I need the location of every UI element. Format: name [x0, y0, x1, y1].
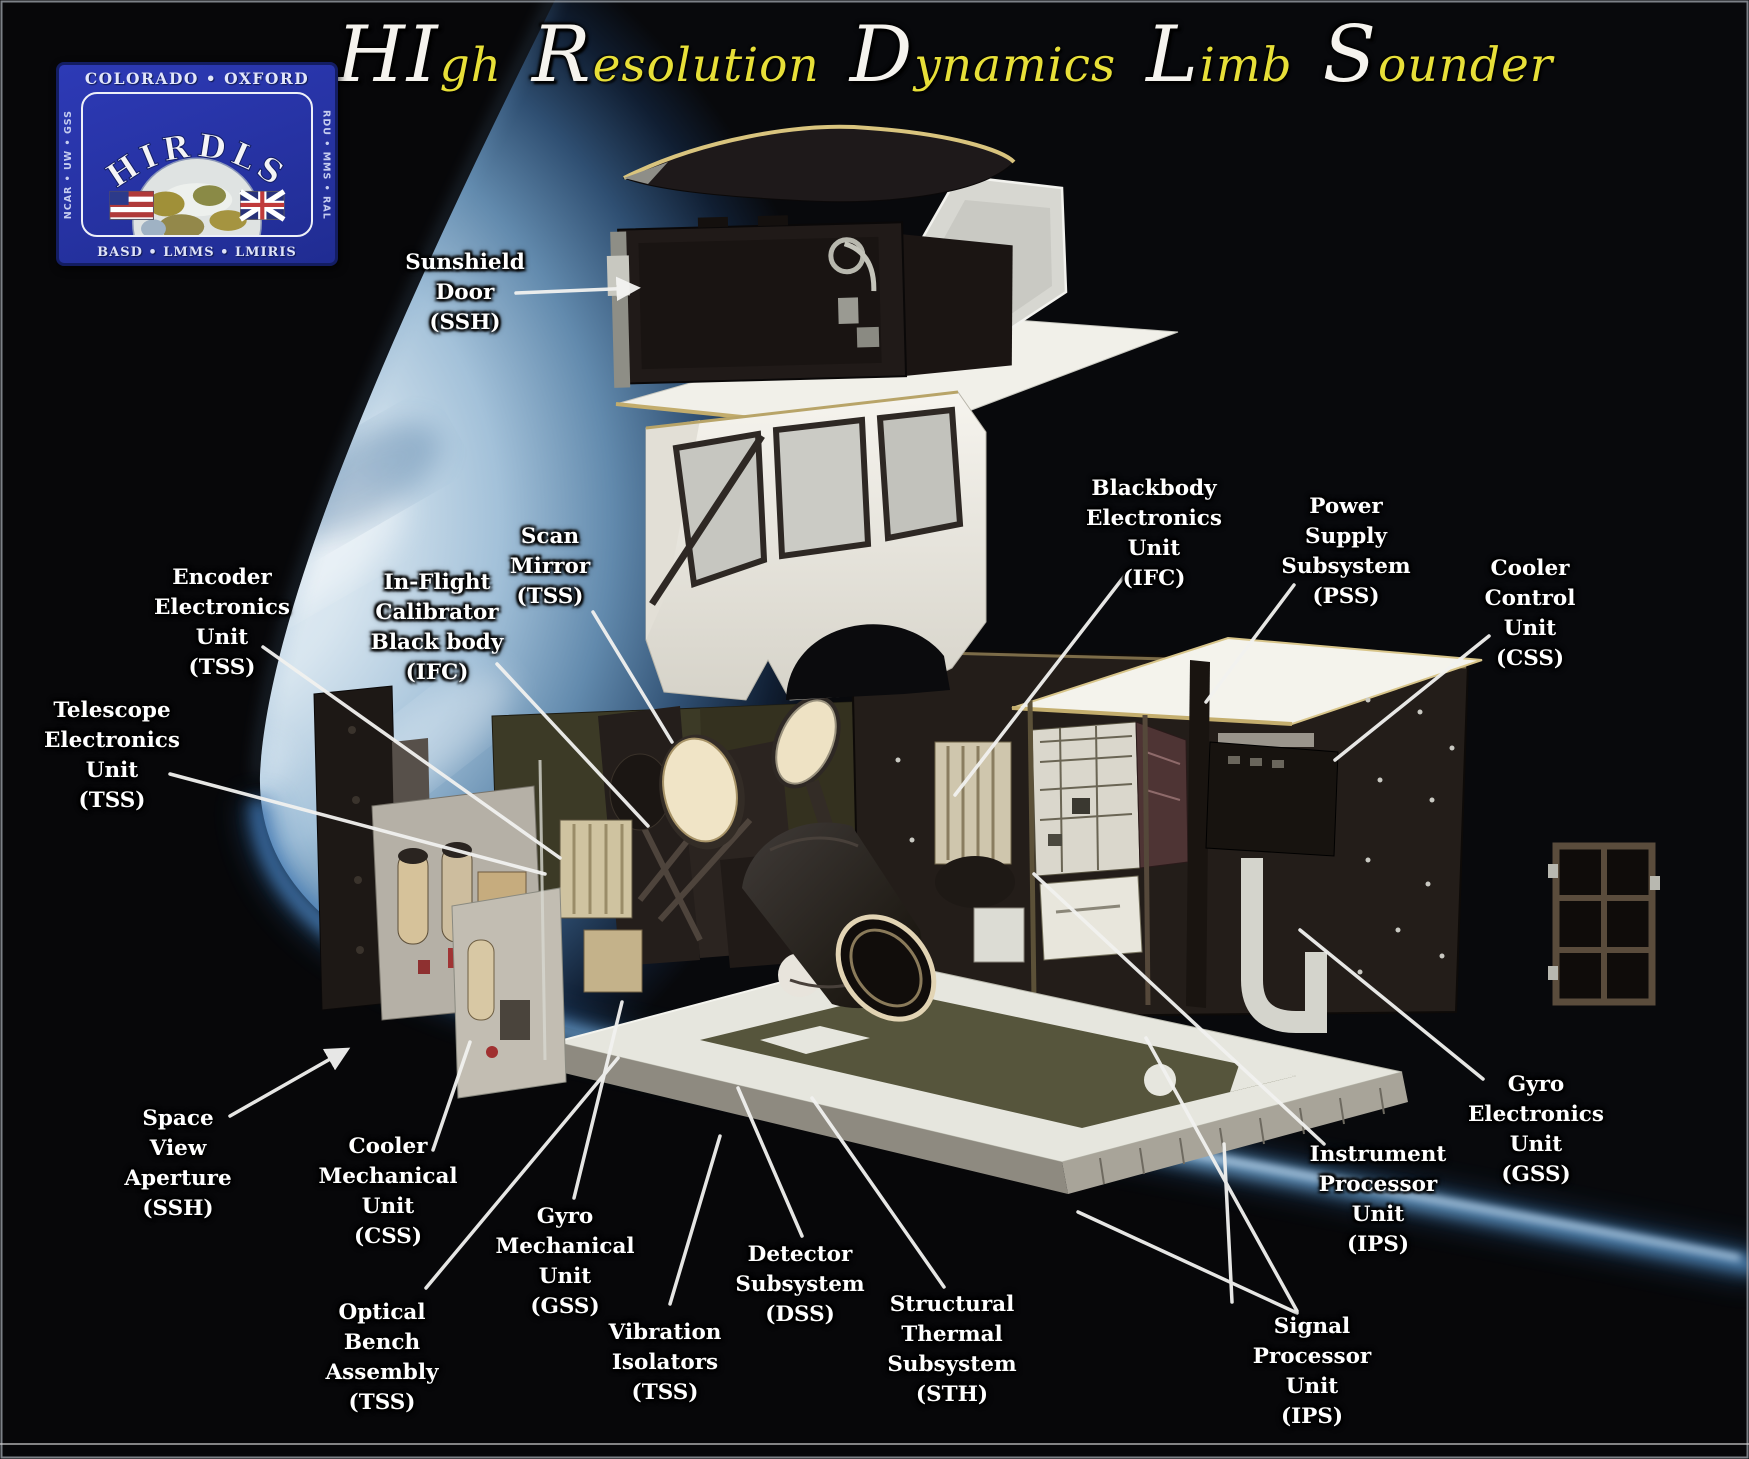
logo-bottom-text: BASD • LMMS • LMIRIS [97, 245, 297, 260]
door-hinges [828, 237, 880, 348]
title-word-3: Limb [1146, 10, 1293, 100]
telescope-baffle [742, 822, 937, 1022]
housing-arch [786, 624, 950, 700]
us-flag-icon [109, 190, 154, 220]
j-bracket [1241, 858, 1327, 1033]
title-word-4: Sounder [1322, 10, 1554, 100]
uk-flag-icon [239, 189, 286, 222]
logo-left-text: NCAR • UW • GSS [62, 110, 74, 220]
page-title: HIgh Resolution Dynamics Limb Sounder [337, 10, 1554, 100]
title-word-0: HIgh [336, 10, 502, 100]
gyro-lattice-frame [1548, 842, 1660, 1006]
title-word-2: Dynamics [849, 10, 1117, 100]
logo-emblem: HIRDLS [81, 92, 313, 237]
logo-globe-art: HIRDLS [99, 126, 290, 235]
encoder-electronics-box [559, 819, 633, 919]
hirdls-logo: COLORADO • OXFORD NCAR • UW • GSS RDU • … [56, 62, 338, 266]
honeycomb-edge [1099, 1087, 1385, 1185]
calibrator-mirror [775, 699, 837, 785]
scan-mirror-face [662, 737, 738, 843]
logo-top-text: COLORADO • OXFORD [84, 69, 310, 88]
scan-housing [645, 390, 987, 701]
title-word-1: Resolution [531, 10, 820, 100]
globe-icon [131, 157, 263, 235]
main-frame-assembly [850, 636, 1483, 1033]
logo-right-text: RDU • MMS • RAL [320, 110, 332, 220]
power-supply-boards [973, 721, 1189, 963]
housing-windows [649, 406, 964, 606]
structural-thermal-baseplate [555, 957, 1408, 1194]
telescope-electronics-box [583, 929, 643, 993]
cooler-mechanical-box [1205, 733, 1339, 857]
sunshield-lid [622, 124, 1016, 203]
sunshield-door-panel [606, 215, 1013, 388]
drum [935, 856, 1015, 908]
leader-lines [168, 276, 1491, 1315]
blackbody-electronics-box [934, 741, 1012, 865]
left-electronics-cluster [313, 685, 643, 1099]
baffle-aperture-ring [835, 914, 937, 1022]
